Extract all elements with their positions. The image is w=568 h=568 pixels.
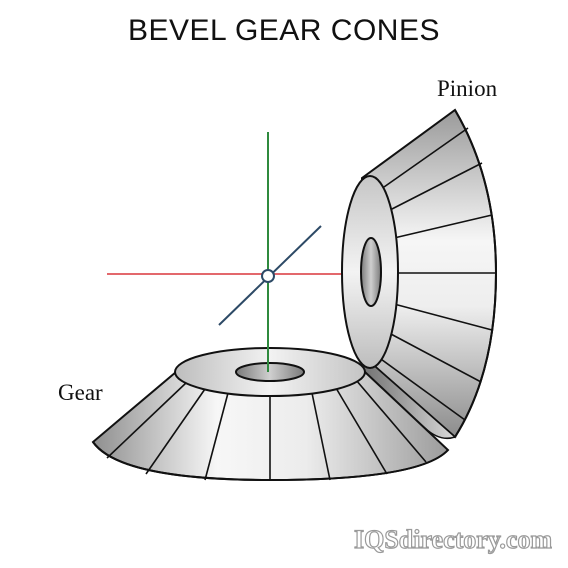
diagram-title: BEVEL GEAR CONES [128,14,440,47]
watermark-text: IQSdirectory.com [354,525,552,554]
axis-intersection-marker [261,269,275,283]
gear-bore-hole [235,362,305,382]
pinion-bore-hole [360,237,382,307]
pinion-cone [341,108,498,440]
gear-label: Gear [58,380,103,405]
iqs-watermark-logo: IQSdirectory.com [353,524,552,554]
pinion-label: Pinion [437,76,498,101]
gear-cone [91,347,450,482]
